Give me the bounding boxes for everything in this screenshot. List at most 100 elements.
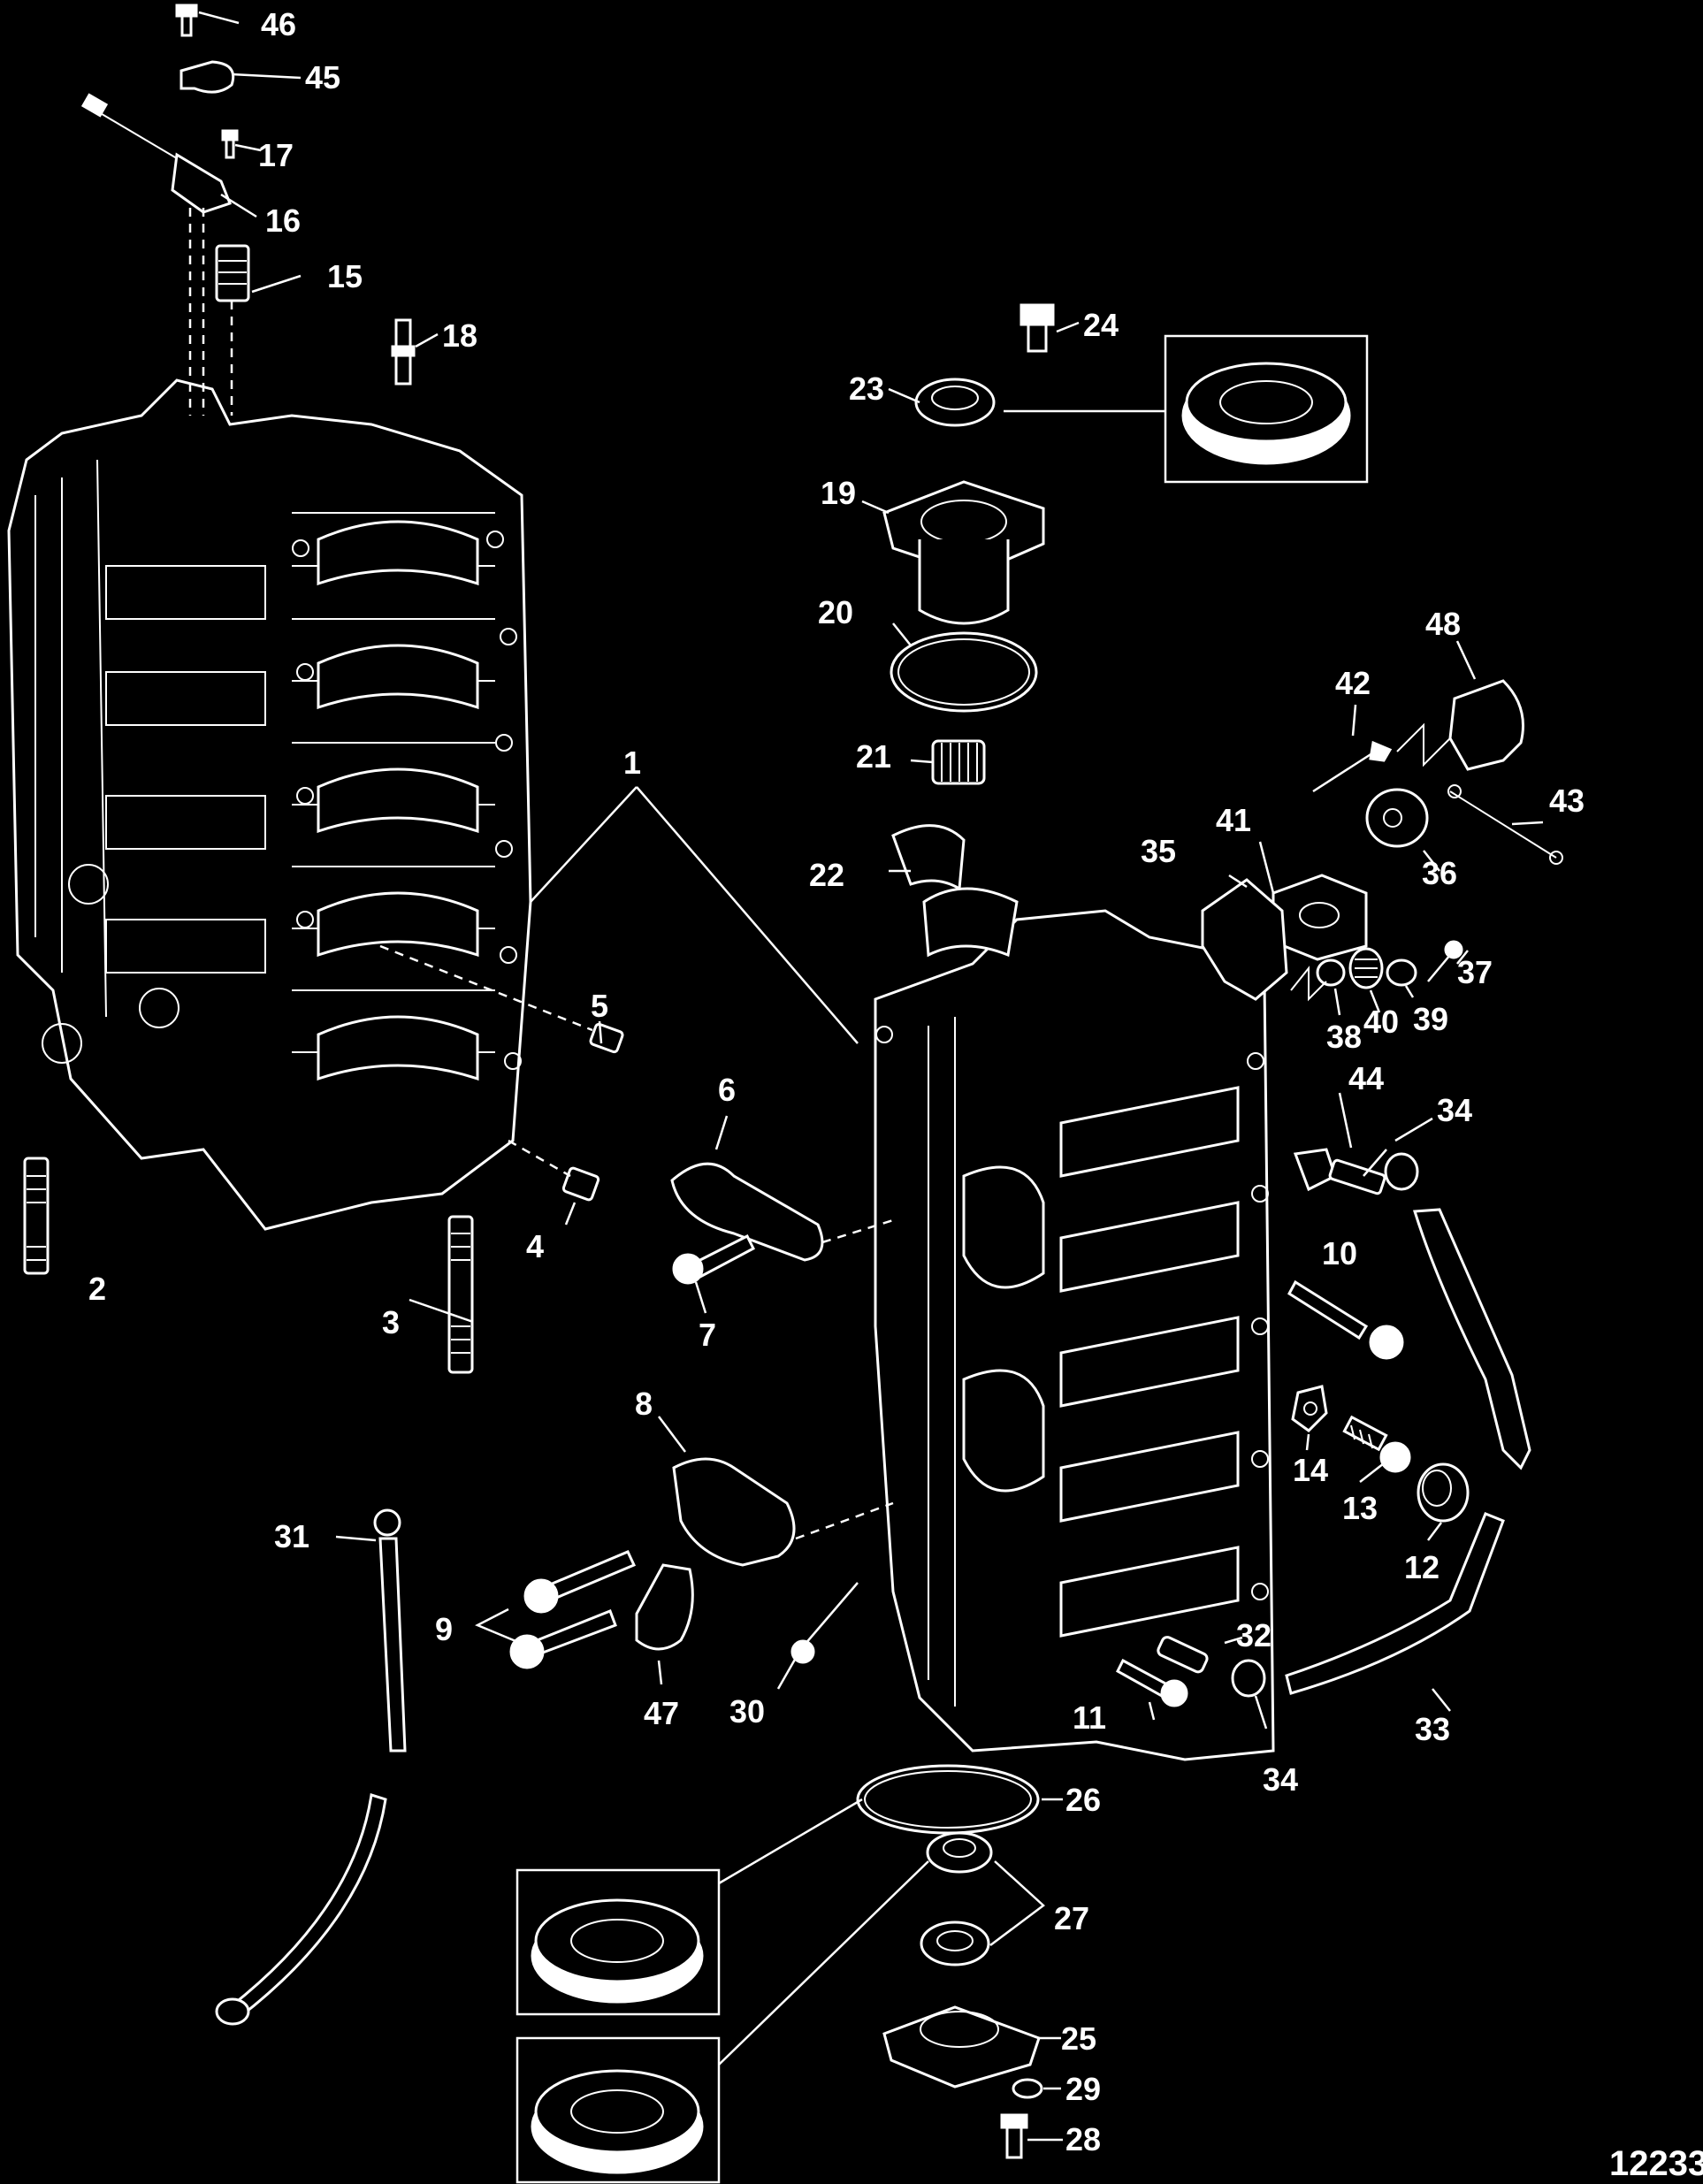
inset-seal-detail-lower-2	[515, 2036, 721, 2184]
callout-9: 9	[435, 1611, 453, 1647]
part-12-cap	[1417, 1462, 1470, 1523]
callout-11: 11	[1073, 1699, 1106, 1736]
callout-7: 7	[699, 1317, 716, 1353]
part-8-bearing-cap	[672, 1457, 796, 1567]
part-35-gasket	[1201, 878, 1288, 1001]
part-4-dowel	[561, 1166, 600, 1202]
part-25-bearing-housing	[882, 2005, 1041, 2089]
callout-21: 21	[856, 738, 891, 775]
callout-26: 26	[1065, 1782, 1101, 1818]
callout-24: 24	[1083, 307, 1119, 343]
alignment-line-38	[1290, 966, 1327, 1002]
part-48-sensor	[1448, 679, 1524, 771]
part-7-bolt	[672, 1233, 755, 1285]
part-44-fitting	[1293, 1148, 1386, 1195]
callout-17: 17	[258, 137, 294, 173]
callout-41: 41	[1216, 802, 1251, 838]
callout-38: 38	[1326, 1019, 1362, 1055]
callout-4: 4	[526, 1228, 544, 1264]
part-2-stud	[23, 1157, 50, 1275]
callout-44: 44	[1348, 1060, 1384, 1096]
part-29-washer	[1012, 2078, 1043, 2099]
part-36-spacer	[1365, 788, 1429, 848]
callout-42: 42	[1335, 665, 1371, 701]
callout-22: 22	[809, 857, 844, 893]
callout-20: 20	[818, 594, 853, 630]
part-28-bolt	[1000, 2113, 1028, 2159]
part-27-seals	[920, 1831, 993, 1966]
part-26-o-ring	[856, 1764, 1040, 1835]
callout-1: 1	[623, 745, 641, 781]
part-32-fitting	[1157, 1636, 1209, 1674]
crankcase-cover-right	[874, 909, 1275, 1761]
callout-46: 46	[261, 6, 296, 42]
part-21-roller-bearing	[931, 739, 986, 785]
callout-16: 16	[265, 202, 301, 239]
callout-29: 29	[1065, 2071, 1101, 2107]
callout-47: 47	[644, 1695, 679, 1731]
inset-seal-detail-lower-1	[515, 1868, 721, 2016]
callout-32: 32	[1236, 1617, 1272, 1653]
callout-35: 35	[1141, 833, 1176, 869]
callout-39: 39	[1413, 1001, 1448, 1037]
callout-30: 30	[729, 1693, 765, 1730]
callout-10: 10	[1322, 1235, 1357, 1271]
part-18-stud	[391, 318, 416, 386]
callout-48: 48	[1425, 606, 1461, 642]
callout-23: 23	[849, 370, 884, 407]
callout-40: 40	[1363, 1004, 1399, 1040]
part-3-stud	[447, 1215, 474, 1374]
callout-labels: 1 2 3 4 5 6 7 8 9 10 11 12 13 14 15 16 1…	[88, 6, 1585, 2157]
part-34-clamp-upper	[1384, 1152, 1419, 1191]
part-39-washer	[1386, 958, 1417, 987]
part-6-bearing-cap	[670, 1162, 824, 1262]
part-46-screw	[175, 4, 198, 37]
callout-34-upper: 34	[1437, 1092, 1472, 1128]
callout-6: 6	[718, 1072, 736, 1108]
hose-upper-right	[1413, 1208, 1531, 1470]
part-22-bearing-halves	[891, 824, 1019, 958]
part-16-sensor	[80, 93, 232, 214]
part-30-screw	[790, 1582, 859, 1664]
callout-3: 3	[382, 1304, 400, 1340]
part-24-bolt	[1020, 303, 1055, 353]
part-43-wire	[1447, 784, 1563, 865]
callout-8: 8	[635, 1386, 653, 1422]
part-33-hose	[1285, 1512, 1505, 1695]
callout-27: 27	[1054, 1900, 1089, 1936]
leader-lines	[198, 11, 1544, 2142]
part-40-spring	[1348, 947, 1384, 989]
callout-5: 5	[591, 988, 608, 1024]
callout-28: 28	[1065, 2121, 1101, 2157]
part-34-clamp-lower	[1231, 1659, 1266, 1698]
callout-19: 19	[821, 475, 856, 511]
part-9-bolts	[509, 1550, 637, 1669]
alignment-line-8	[795, 1501, 894, 1540]
part-41-block	[1272, 874, 1368, 961]
part-13-bolt	[1342, 1415, 1411, 1473]
part-14-nut	[1291, 1385, 1328, 1432]
part-38-washer	[1316, 958, 1346, 987]
callout-15: 15	[327, 258, 363, 294]
inset-seal-detail-top	[1164, 334, 1369, 484]
part-20-o-ring	[890, 631, 1038, 713]
part-17-screw	[221, 129, 239, 159]
callout-18: 18	[442, 317, 477, 354]
callout-43: 43	[1549, 783, 1585, 819]
part-11-bolt	[1116, 1658, 1188, 1707]
alignment-line-42	[1396, 722, 1451, 767]
part-47-clamp	[635, 1563, 694, 1651]
part-19-bearing-housing	[882, 480, 1045, 625]
callout-33: 33	[1415, 1711, 1450, 1747]
catalog-number: 12233	[1609, 2144, 1703, 2183]
part-42-screw	[1312, 740, 1393, 793]
callout-25: 25	[1061, 2020, 1096, 2057]
callout-36: 36	[1422, 855, 1457, 891]
part-37-screw	[1427, 940, 1463, 982]
part-10-bolt	[1287, 1279, 1404, 1360]
callout-2: 2	[88, 1271, 106, 1307]
part-45-clamp	[179, 60, 235, 94]
part-23-seal	[914, 378, 996, 427]
callout-34-lower: 34	[1263, 1761, 1298, 1798]
part-5-dowel	[589, 1022, 624, 1054]
